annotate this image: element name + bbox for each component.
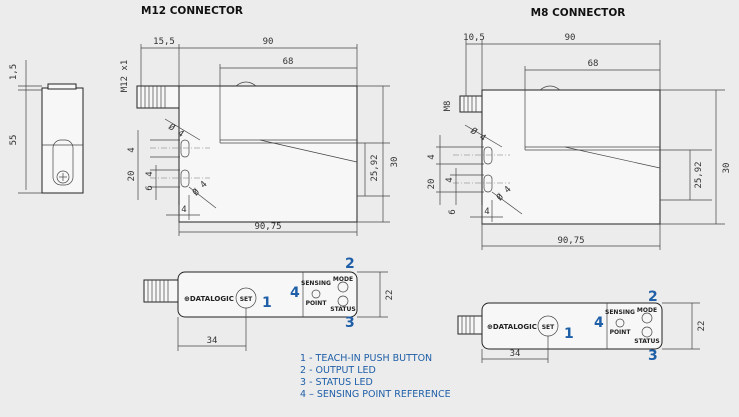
- m12-output-led-icon: [337, 281, 349, 293]
- dim-m12-left-4: 4: [127, 147, 137, 152]
- m12-front-body: [177, 271, 358, 318]
- dim-m8-68: 68: [588, 59, 599, 69]
- dim-m12-90-75: 90,75: [254, 222, 281, 232]
- m12-body: [178, 85, 358, 223]
- m8-sensing-label: SENSING: [605, 309, 635, 316]
- m12-side-view: 1,5 55: [9, 60, 84, 194]
- dim-m8-10-5: 10,5: [463, 33, 485, 43]
- m12-sensing-label: SENSING: [301, 280, 331, 287]
- dim-m12-30: 30: [390, 157, 400, 168]
- m12-status-led-icon: [337, 295, 349, 307]
- m8-title: M8 CONNECTOR: [531, 7, 626, 19]
- dim-m8-bottom-4: 4: [484, 207, 489, 217]
- m12-connector: [136, 85, 180, 109]
- side-cap: [47, 83, 77, 90]
- m8-status-label: STATUS: [634, 338, 659, 345]
- dim-m12-thread: M12 x1: [120, 60, 130, 93]
- m8-sensing-point-icon: [615, 318, 625, 328]
- dim-m8-30: 30: [722, 163, 732, 174]
- m12-status-label: STATUS: [330, 306, 355, 313]
- m8-front-body: [481, 302, 663, 350]
- legend-item-1: 1 - TEACH-IN PUSH BUTTON: [300, 353, 432, 364]
- dim-m12-left-6: 6: [145, 185, 155, 190]
- m12-front-connector: [143, 279, 179, 303]
- m8-set-label: SET: [542, 324, 555, 331]
- dim-m8-front-34: 34: [510, 349, 521, 359]
- dim-m12-left-20: 20: [127, 171, 137, 182]
- legend: 1 - TEACH-IN PUSH BUTTON 2 - OUTPUT LED …: [300, 353, 451, 400]
- dim-m8-left-6: 6: [448, 209, 458, 214]
- hole-bottom: [180, 169, 190, 188]
- side-screw-icon: [56, 170, 70, 184]
- m8-hole-top: [483, 146, 493, 165]
- dim-side-1-5: 1,5: [9, 64, 19, 80]
- dim-side-55: 55: [9, 135, 19, 146]
- side-body: [41, 87, 84, 194]
- dim-m8-left-4b: 4: [445, 177, 455, 182]
- dim-m12-front-34: 34: [207, 336, 218, 346]
- m8-mode-label: MODE: [637, 307, 657, 314]
- m12-callout-1: 1: [262, 295, 272, 311]
- m8-hole-bottom: [483, 174, 493, 193]
- m8-status-led-icon: [641, 326, 653, 338]
- legend-item-2: 2 - OUTPUT LED: [300, 365, 376, 376]
- dim-m12-90: 90: [263, 37, 274, 47]
- m12-point-label: POINT: [306, 300, 328, 307]
- side-lens: [52, 139, 74, 186]
- dim-m8-thread: M8: [443, 101, 453, 112]
- legend-item-3: 3 - STATUS LED: [300, 377, 373, 388]
- dim-m12-bottom-4: 4: [181, 205, 186, 215]
- m12-set-label: SET: [240, 296, 253, 303]
- dim-m8-25-92: 25,92: [694, 161, 704, 188]
- m8-front-view: ⊕DATALOGIC SET SENSING POINT MODE STATUS…: [457, 289, 707, 364]
- dim-m12-front-22: 22: [385, 290, 395, 301]
- dim-m8-90-75: 90,75: [557, 236, 584, 246]
- legend-item-4: 4 – SENSING POINT REFERENCE: [300, 389, 451, 400]
- m12-brand-logo: ⊕DATALOGIC: [184, 295, 234, 303]
- m12-callout-3: 3: [345, 315, 355, 331]
- m12-callout-4: 4: [290, 285, 300, 301]
- m12-sensing-point-icon: [311, 289, 321, 299]
- m12-mode-label: MODE: [333, 276, 353, 283]
- dim-m8-90: 90: [565, 33, 576, 43]
- m12-front-view: ⊕DATALOGIC SET SENSING POINT MODE STATUS…: [143, 256, 395, 351]
- m12-callout-2: 2: [345, 256, 355, 272]
- m12-top-view: 15,5 90 68 M12 x1 Ø 4 Ø 4 4 20 4 6 4 90,…: [120, 37, 400, 236]
- m8-brand-logo: ⊕DATALOGIC: [487, 323, 537, 331]
- dim-m12-left-4b: 4: [145, 171, 155, 176]
- m8-top-view: 10,5 90 68 M8 Ø 4 Ø 4 4 20 4 6 4 90,75: [427, 33, 732, 250]
- m8-connector: [459, 95, 483, 113]
- dim-m12-15-5: 15,5: [153, 37, 175, 47]
- dim-m12-25-92: 25,92: [370, 154, 380, 181]
- m8-callout-1: 1: [564, 326, 574, 342]
- m8-callout-4: 4: [594, 315, 604, 331]
- m8-output-led-icon: [641, 312, 653, 324]
- m8-point-label: POINT: [610, 329, 632, 336]
- dim-m12-68: 68: [283, 57, 294, 67]
- dim-m8-left-20: 20: [427, 179, 437, 190]
- dim-m8-front-22: 22: [697, 321, 707, 332]
- dim-m8-left-4: 4: [427, 154, 437, 159]
- m8-callout-2: 2: [648, 289, 658, 305]
- m12-title: M12 CONNECTOR: [141, 5, 243, 17]
- hole-top: [180, 139, 190, 158]
- m8-callout-3: 3: [648, 348, 658, 364]
